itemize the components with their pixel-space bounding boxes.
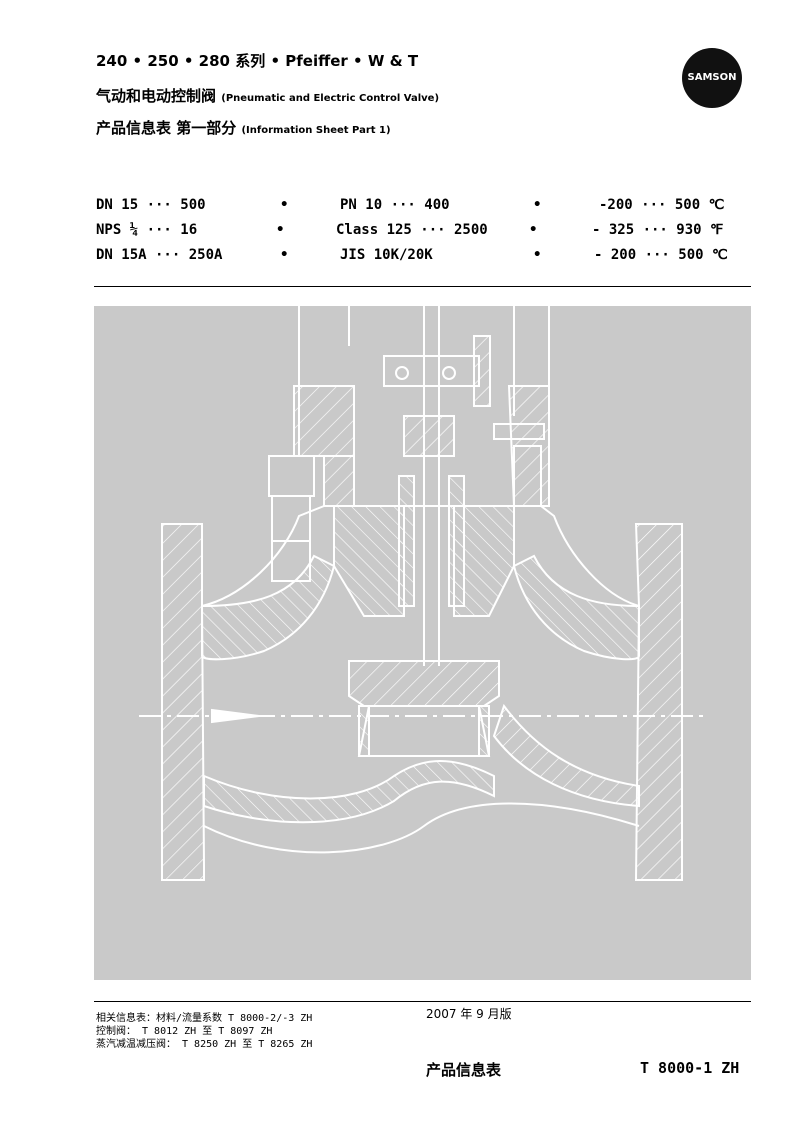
product-title-main: 气动和电动控制阀 [96, 87, 217, 105]
spec-bullet: • [280, 247, 289, 263]
spec-pressure-1: PN 10 ··· 400 [340, 197, 450, 213]
divider [94, 286, 751, 287]
spec-size-1: DN 15 ··· 500 [96, 197, 206, 213]
document-type: 产品信息表 [426, 1061, 502, 1079]
document-title-sheet: 产品信息表 第一部分 (Information Sheet Part 1) [96, 117, 391, 138]
related-sheet-ref-3: 蒸汽减温减压阀： T 8250 ZH 至 T 8265 ZH [96, 1039, 313, 1050]
document-number: T 8000-1 ZH [640, 1059, 740, 1077]
spec-size-2: NPS ¼ ··· 16 [96, 222, 198, 238]
footer-divider [94, 1001, 751, 1002]
document-title-series: 240 • 250 • 280 系列 • Pfeiffer • W & T [96, 52, 419, 70]
spec-bullet: • [533, 197, 542, 213]
document-title-product: 气动和电动控制阀 (Pneumatic and Electric Control… [96, 85, 439, 106]
spec-bullet: • [280, 197, 289, 213]
spec-bullet: • [533, 247, 542, 263]
edition-date: 2007 年 9 月版 [426, 1007, 512, 1021]
product-title-english: (Pneumatic and Electric Control Valve) [221, 93, 440, 104]
samson-logo: SAMSON [682, 48, 742, 108]
sheet-title-english: (Information Sheet Part 1) [241, 125, 391, 136]
spec-bullet: • [529, 222, 538, 238]
spec-temp-2: - 325 ··· 930 ℉ [592, 222, 724, 238]
spec-temp-3: - 200 ··· 500 ℃ [594, 247, 728, 263]
related-sheet-ref-2: 控制阀： T 8012 ZH 至 T 8097 ZH [96, 1026, 273, 1037]
spec-size-3: DN 15A ··· 250A [96, 247, 223, 263]
spec-pressure-3: JIS 10K/20K [340, 247, 433, 263]
sheet-title-main: 产品信息表 第一部分 [96, 119, 237, 137]
valve-cross-section-drawing [94, 306, 751, 980]
spec-temp-1: -200 ··· 500 ℃ [599, 197, 725, 213]
related-sheet-ref-1: 相关信息表：材料/流量系数 T 8000-2/-3 ZH [96, 1013, 313, 1024]
spec-pressure-2: Class 125 ··· 2500 [336, 222, 488, 238]
spec-bullet: • [276, 222, 285, 238]
